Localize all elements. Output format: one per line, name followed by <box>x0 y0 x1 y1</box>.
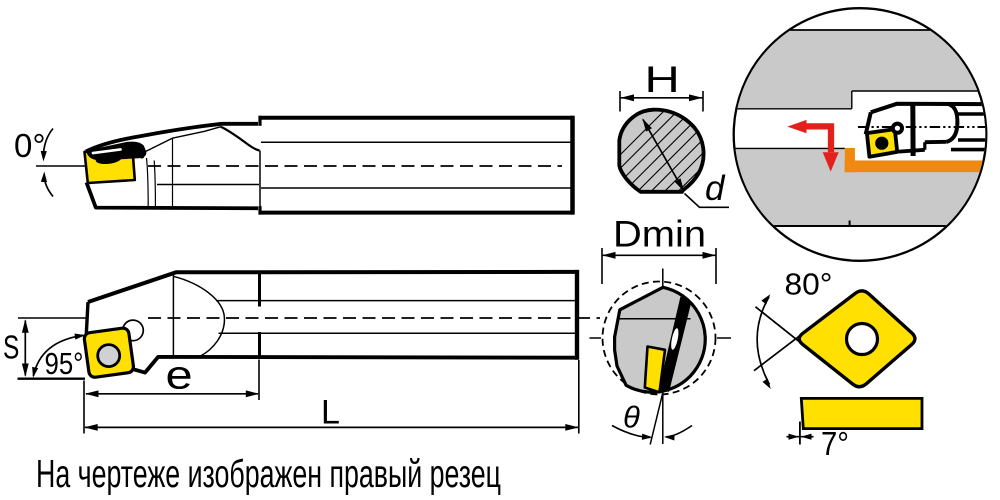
svg-text:L: L <box>321 394 340 432</box>
svg-text:80°: 80° <box>785 267 833 302</box>
svg-text:На чертеже изображен правый ре: На чертеже изображен правый резец <box>36 453 501 496</box>
svg-text:95°: 95° <box>45 346 84 381</box>
svg-text:H: H <box>645 60 680 101</box>
svg-text:d: d <box>705 169 726 208</box>
svg-text:Dmin: Dmin <box>613 214 706 255</box>
svg-text:e: e <box>166 354 193 398</box>
svg-text:θ: θ <box>623 400 640 435</box>
svg-text:S: S <box>3 329 19 367</box>
svg-text:0°: 0° <box>14 127 46 164</box>
svg-text:7°: 7° <box>821 425 849 462</box>
